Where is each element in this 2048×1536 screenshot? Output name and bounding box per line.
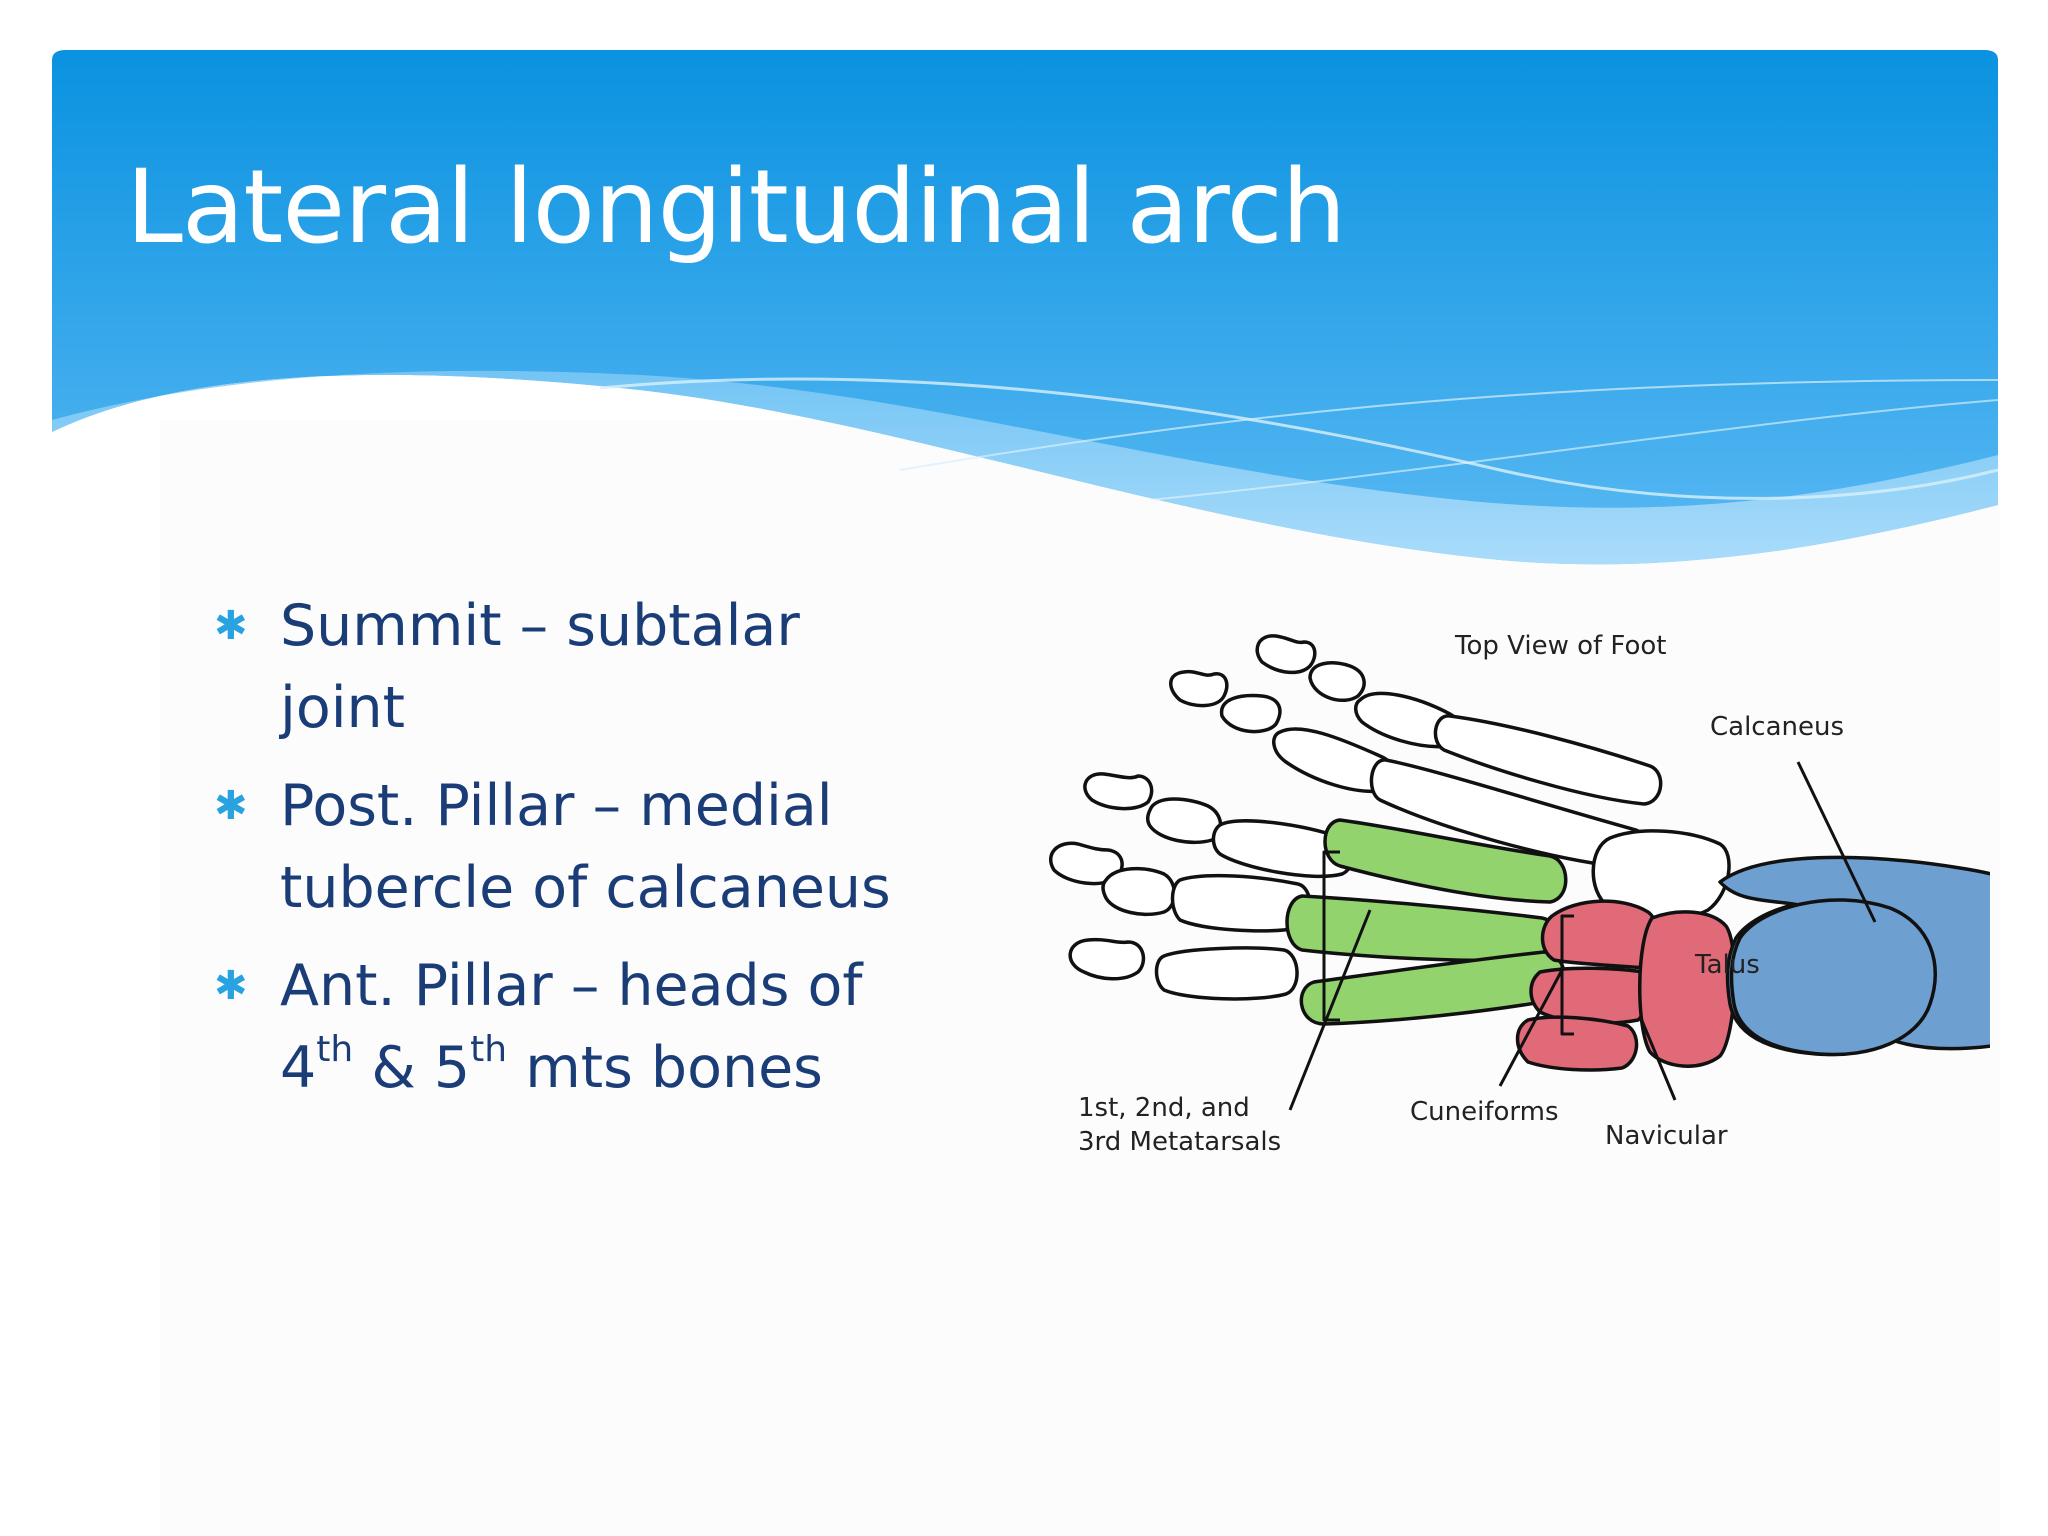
phalanx-bone bbox=[1169, 669, 1229, 708]
phalanx-bone bbox=[1255, 634, 1317, 675]
phalanx-bone bbox=[1101, 866, 1177, 917]
phalanx-bone bbox=[1145, 797, 1223, 845]
metatarsal-bone bbox=[1299, 950, 1567, 1026]
bullet-text-part: Ant. Pillar – heads of 4 bbox=[280, 953, 863, 1101]
metatarsal-bracket bbox=[1322, 850, 1340, 1022]
asterisk-bullet-icon: ✱ bbox=[214, 963, 248, 1009]
bullet-item: ✱ Summit – subtalar joint bbox=[210, 585, 930, 749]
superscript-text: th bbox=[316, 1029, 354, 1070]
navicular-bone bbox=[1638, 910, 1737, 1068]
talus-bone bbox=[1729, 898, 1938, 1057]
metatarsal-bone bbox=[1323, 818, 1568, 904]
bullet-text-part: & 5 bbox=[353, 1035, 471, 1101]
leader-line bbox=[1498, 969, 1564, 1087]
cuneiform-bracket bbox=[1560, 914, 1574, 1036]
phalanx-bone bbox=[1048, 841, 1124, 886]
asterisk-bullet-icon: ✱ bbox=[214, 603, 248, 649]
leader-line bbox=[1796, 761, 1877, 923]
label-navicular: Navicular bbox=[1605, 1121, 1728, 1151]
phalanx-bone bbox=[1308, 661, 1366, 702]
label-talus: Talus bbox=[1694, 950, 1760, 980]
bullet-item: ✱ Ant. Pillar – heads of 4th & 5th mts b… bbox=[210, 945, 930, 1109]
phalanx-bone bbox=[1154, 946, 1299, 1001]
phalanx-bone bbox=[1220, 693, 1282, 734]
bullet-text-part: mts bones bbox=[507, 1035, 823, 1101]
phalanx-bone bbox=[1068, 937, 1146, 981]
bullet-text: Summit – subtalar joint bbox=[280, 593, 800, 741]
bullet-text: Post. Pillar – medial tubercle of calcan… bbox=[280, 773, 891, 921]
leader-line bbox=[1288, 909, 1372, 1111]
metatarsal-bone bbox=[1433, 714, 1663, 806]
phalanx-bone bbox=[1211, 819, 1355, 879]
figure-heading: Top View of Foot bbox=[1454, 631, 1666, 661]
header-wave-band bbox=[52, 50, 1999, 565]
bullet-list: ✱ Summit – subtalar joint ✱ Post. Pillar… bbox=[210, 585, 930, 1125]
superscript-text: th bbox=[470, 1029, 508, 1070]
label-metatarsals-line2: 3rd Metatarsals bbox=[1078, 1127, 1281, 1157]
label-cuneiforms: Cuneiforms bbox=[1410, 1097, 1559, 1127]
bullet-item: ✱ Post. Pillar – medial tubercle of calc… bbox=[210, 765, 930, 929]
label-metatarsals-line1: 1st, 2nd, and bbox=[1078, 1093, 1250, 1123]
slide-title: Lateral longitudinal arch bbox=[126, 148, 1346, 267]
asterisk-bullet-icon: ✱ bbox=[214, 783, 248, 829]
metatarsal-bone bbox=[1285, 894, 1560, 963]
leader-line bbox=[1638, 1015, 1677, 1101]
label-calcaneus: Calcaneus bbox=[1710, 712, 1844, 742]
cuneiform-bone bbox=[1515, 1015, 1639, 1072]
cuboid-bone bbox=[1591, 829, 1731, 921]
foot-bones-diagram: Top View of Foot Calcaneus Talus 1st, 2n… bbox=[1048, 631, 1990, 1157]
phalanx-bone bbox=[1083, 772, 1154, 811]
